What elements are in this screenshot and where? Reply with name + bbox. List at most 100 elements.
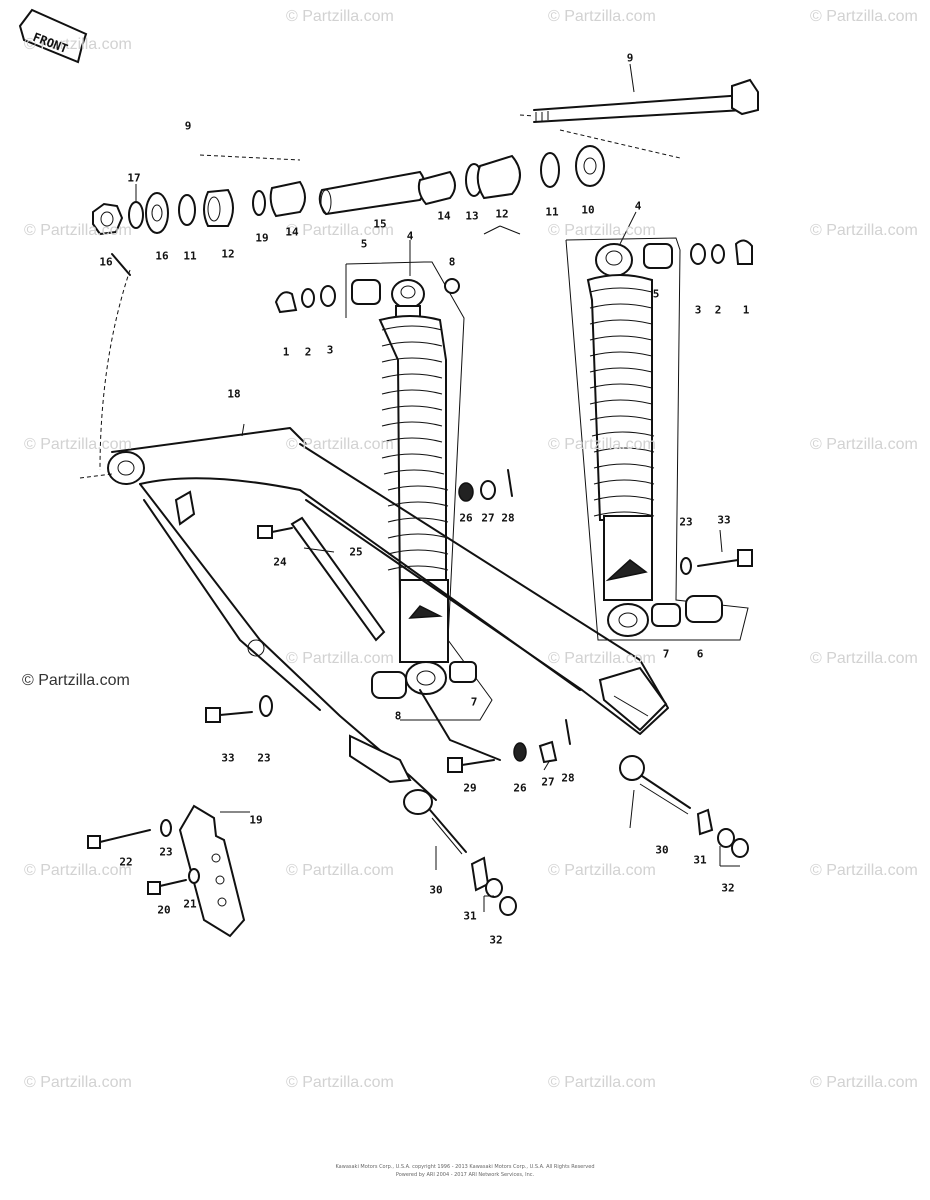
seal-11-right — [540, 152, 560, 188]
callout-label: 3 — [694, 303, 702, 317]
cap-16 — [145, 192, 169, 234]
watermark: © Partzilla.com — [24, 222, 132, 239]
nut-27-lower — [538, 740, 558, 764]
cotter-pin-28-upper — [507, 469, 513, 497]
nut-32-right-a — [717, 828, 735, 848]
watermark: © Partzilla.com — [24, 36, 132, 53]
bolt-29 — [447, 757, 495, 773]
callout-label: 11 — [183, 249, 197, 263]
front-arrow-icon — [18, 8, 88, 64]
callout-label: 14 — [437, 209, 451, 223]
nut-32-left-b — [499, 896, 517, 916]
shock-absorber-right — [586, 243, 655, 637]
washer-3-left — [320, 285, 336, 307]
callout-label: 1 — [282, 345, 290, 359]
bolt-24 — [257, 525, 293, 539]
spacer-7-right — [651, 603, 681, 627]
cotter-pin-28-lower — [565, 719, 571, 745]
callout-label: 20 — [157, 903, 171, 917]
circlip-19 — [252, 190, 266, 216]
nut-27-upper — [480, 480, 496, 500]
bushing-8-lower — [371, 671, 407, 699]
pivot-collar-15 — [318, 170, 426, 216]
cap-10 — [575, 145, 605, 187]
callout-label: 27 — [541, 775, 555, 789]
watermark: © Partzilla.com — [286, 1074, 394, 1091]
bushing-5-left — [351, 279, 381, 305]
lock-plate-31-right — [696, 808, 714, 836]
callout-label: 21 — [183, 897, 197, 911]
callout-label: 32 — [721, 881, 735, 895]
washer-23-right — [680, 557, 692, 575]
callout-label: 23 — [257, 751, 271, 765]
callout-label: 19 — [249, 813, 263, 827]
callout-label: 4 — [634, 199, 642, 213]
callout-label: 8 — [448, 255, 456, 269]
watermark: © Partzilla.com — [810, 862, 918, 879]
callout-label: 30 — [655, 843, 669, 857]
callout-label: 24 — [273, 555, 287, 569]
callout-label: 17 — [127, 171, 141, 185]
watermark: © Partzilla.com — [286, 862, 394, 879]
watermark: © Partzilla.com — [286, 436, 394, 453]
callout-label: 16 — [99, 255, 113, 269]
watermark: © Partzilla.com — [24, 436, 132, 453]
bushing-6 — [685, 595, 723, 623]
chain-adjuster-30-right — [619, 755, 691, 815]
watermark: © Partzilla.com — [810, 1074, 918, 1091]
bushing-5-right — [643, 243, 673, 269]
callout-label: 22 — [119, 855, 133, 869]
callout-label: 26 — [459, 511, 473, 525]
copyright-line: Powered by ARI 2004 - 2017 ARI Network S… — [395, 1172, 535, 1178]
watermark: © Partzilla.com — [548, 8, 656, 25]
sleeve-14-left — [269, 180, 306, 218]
pivot-shaft — [519, 78, 759, 123]
callout-label: 23 — [159, 845, 173, 859]
sleeve-14-right — [417, 170, 456, 206]
callout-label: 26 — [513, 781, 527, 795]
callout-label: 33 — [717, 513, 731, 527]
callout-label: 28 — [501, 511, 515, 525]
callout-label: 5 — [652, 287, 660, 301]
washer-3-right — [690, 243, 706, 265]
callout-label: 11 — [545, 205, 559, 219]
callout-label: 15 — [373, 217, 387, 231]
watermark: © Partzilla.com — [286, 650, 394, 667]
callout-label: 4 — [406, 229, 414, 243]
callout-label: 28 — [561, 771, 575, 785]
callout-label: 19 — [255, 231, 269, 245]
cap-nut-1-right — [734, 239, 753, 265]
spacer-7-left — [449, 661, 477, 683]
watermark: © Partzilla.com — [286, 8, 394, 25]
pivot-nut — [92, 202, 124, 236]
washer-23-lower — [160, 819, 172, 837]
watermark: © Partzilla.com — [548, 862, 656, 879]
watermark: © Partzilla.com — [810, 436, 918, 453]
watermark: © Partzilla.com — [24, 1074, 132, 1091]
watermark-main: © Partzilla.com — [22, 672, 130, 689]
callout-label: 27 — [481, 511, 495, 525]
watermark: © Partzilla.com — [286, 222, 394, 239]
callout-label: 18 — [227, 387, 241, 401]
bolt-33-right — [697, 549, 753, 567]
watermark: © Partzilla.com — [24, 862, 132, 879]
callout-label: 23 — [679, 515, 693, 529]
callout-label: 8 — [394, 709, 402, 723]
callout-label: 16 — [155, 249, 169, 263]
callout-label: 30 — [429, 883, 443, 897]
callout-label: 10 — [581, 203, 595, 217]
bolt-22 — [87, 829, 151, 849]
callout-label: 29 — [463, 781, 477, 795]
callout-label: 25 — [349, 545, 363, 559]
washer-8 — [444, 278, 460, 294]
torque-link-25 — [290, 516, 386, 642]
callout-label: 9 — [626, 51, 634, 65]
washer-2-left — [301, 288, 315, 308]
swingarm — [79, 427, 669, 801]
callout-label: 2 — [304, 345, 312, 359]
callout-label: 7 — [662, 647, 670, 661]
cap-nut-1-left — [274, 291, 298, 314]
bolt-20 — [147, 879, 187, 895]
